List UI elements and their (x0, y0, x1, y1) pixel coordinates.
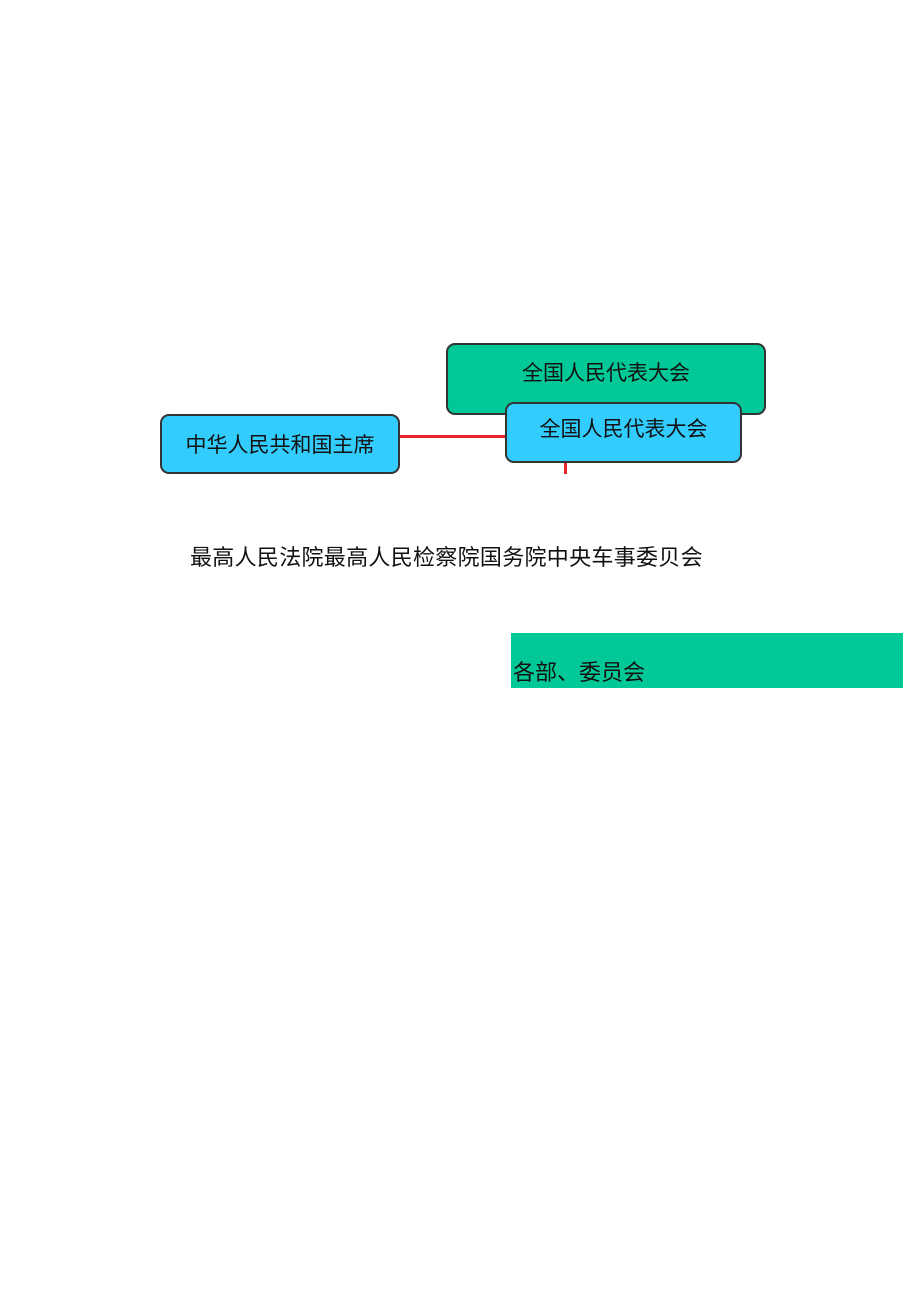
npc-front-label: 全国人民代表大会 (539, 416, 708, 441)
ministries-node: 各部、委员会 (511, 633, 903, 688)
npc-front-node: 全国人民代表大会 (505, 402, 742, 463)
connector-npc-down (564, 460, 567, 474)
state-organs-row: 最高人民法院最高人民检察院国务院中央车事委贝会 (190, 546, 703, 571)
ministries-label: 各部、委员会 (513, 661, 646, 686)
connector-president-npc (399, 435, 507, 438)
npc-top-label: 全国人民代表大会 (522, 361, 690, 385)
president-node: 中华人民共和国主席 (160, 414, 400, 474)
president-label: 中华人民共和国主席 (185, 433, 375, 457)
